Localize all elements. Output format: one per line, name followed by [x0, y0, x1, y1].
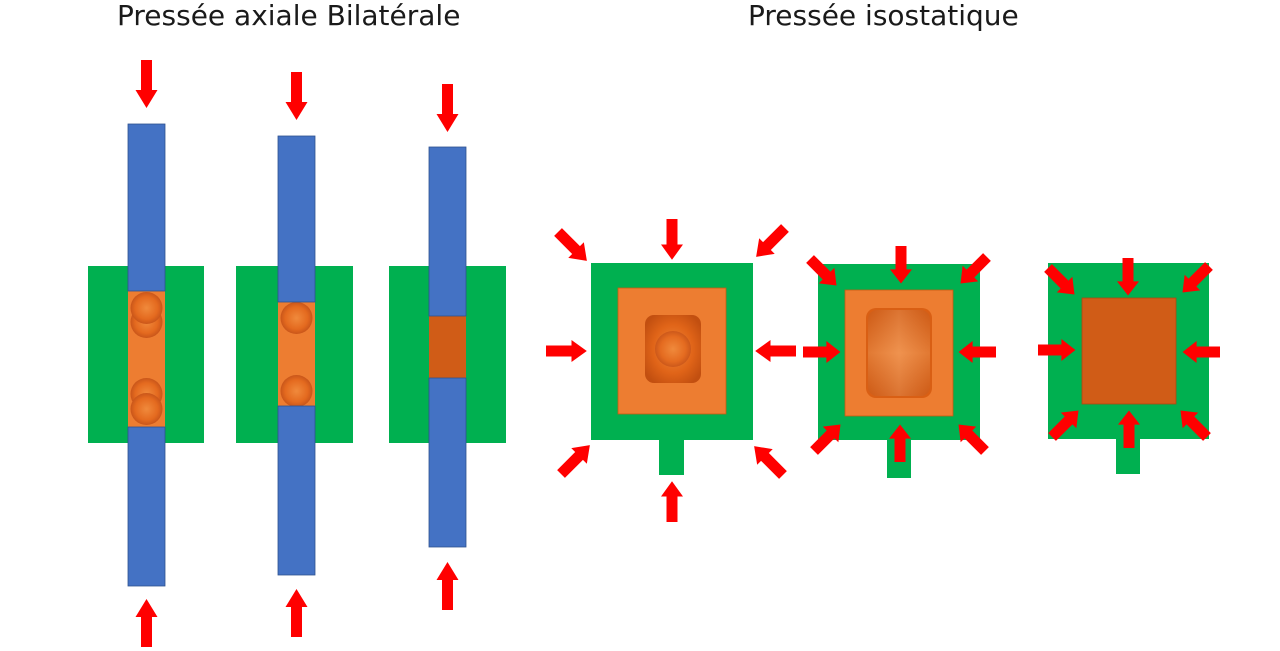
arrow-up: [285, 589, 308, 637]
arrow: [755, 340, 796, 362]
lower-punch: [428, 377, 467, 548]
isostatic-stage-3: [1038, 258, 1220, 474]
arrow-down: [135, 60, 158, 108]
arrow: [661, 219, 683, 260]
arrow: [661, 481, 683, 522]
upper-punch: [127, 123, 166, 292]
compacted-part: [429, 316, 466, 378]
arrow: [748, 220, 793, 265]
axial-stage-2: [236, 72, 353, 637]
upper-punch: [428, 146, 467, 317]
arrow: [546, 340, 587, 362]
lower-punch: [127, 426, 166, 587]
arrow-down: [285, 72, 308, 120]
arrow-up: [135, 599, 158, 647]
powder-particles: [130, 292, 163, 425]
upper-punch: [277, 135, 316, 303]
mold-stem: [659, 440, 684, 475]
arrow-up: [436, 562, 459, 610]
powder-particles: [280, 302, 313, 407]
isostatic-stage-1: [546, 219, 796, 522]
axial-stage-1: [88, 60, 204, 647]
arrow: [553, 437, 598, 482]
compacted-part: [1081, 297, 1177, 405]
powder-particle: [655, 331, 691, 367]
compacting-core-shade-v: [868, 310, 930, 396]
axial-stage-3: [389, 84, 506, 610]
axial-pressing-title: Pressée axiale Bilatérale: [117, 0, 461, 32]
arrow-down: [436, 84, 459, 132]
isostatic-pressing-title: Pressée isostatique: [748, 0, 1019, 32]
lower-punch: [277, 405, 316, 576]
arrow: [746, 438, 791, 483]
arrow: [550, 224, 595, 269]
isostatic-stage-2: [802, 246, 996, 478]
